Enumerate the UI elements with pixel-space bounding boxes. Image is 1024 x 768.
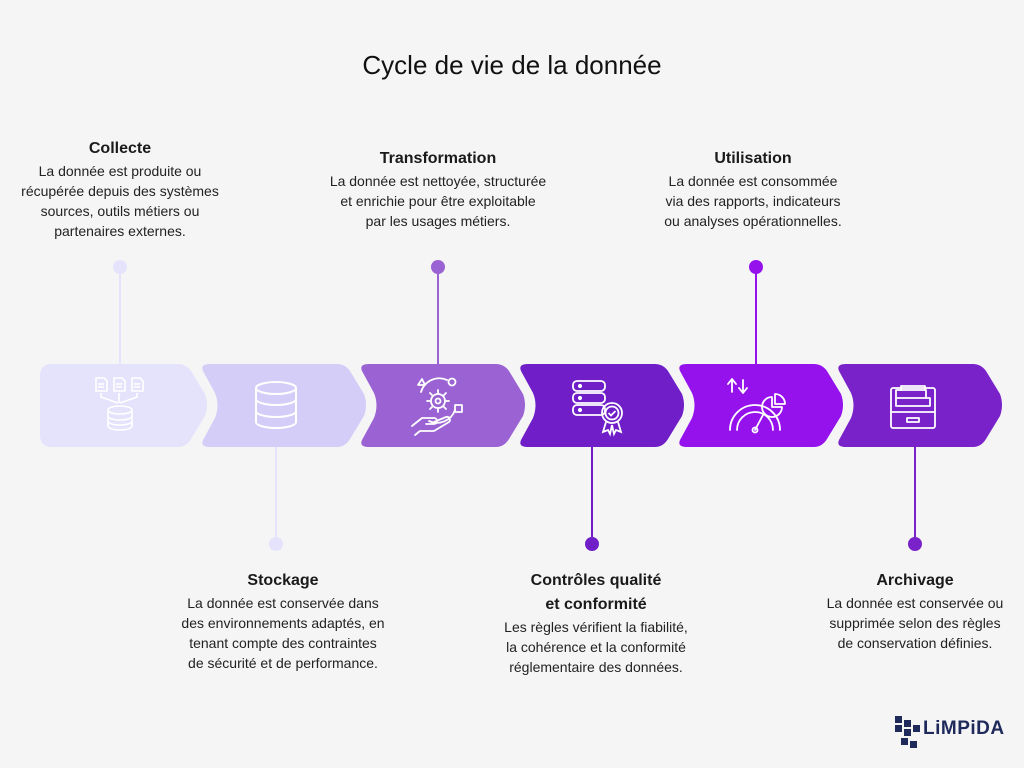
connector-stockage — [269, 445, 283, 551]
step-title: Transformation — [379, 150, 497, 167]
database-import-icon — [95, 377, 144, 431]
gauge-analytics-icon — [727, 378, 786, 434]
step-title: Collecte — [88, 140, 152, 157]
step-title: Contrôles qualité et conformité — [530, 572, 662, 613]
step-archivage: Archivage La donnée est conservée ou sup… — [795, 569, 1024, 653]
step-description: La donnée est nettoyée, structurée et en… — [329, 173, 547, 229]
limpida-logo-icon — [895, 716, 920, 748]
step-transformation: Transformation La donnée est nettoyée, s… — [298, 147, 578, 231]
database-certified-icon — [572, 380, 623, 437]
connector-controles — [585, 445, 599, 551]
step-stockage: Stockage La donnée est conservée dans de… — [163, 569, 403, 673]
step-title: Utilisation — [714, 150, 792, 167]
step-collecte: Collecte La donnée est produite ou récup… — [0, 137, 240, 241]
connector-collecte — [113, 260, 127, 365]
step-description: La donnée est conservée ou supprimée sel… — [826, 595, 1004, 651]
database-icon — [255, 381, 297, 429]
connector-archivage — [908, 445, 922, 551]
step-controles-qualite: Contrôles qualité et conformité Les règl… — [476, 569, 716, 677]
connector-transformation — [431, 260, 445, 365]
step-description: La donnée est produite ou récupérée depu… — [21, 163, 219, 239]
logo-text: LiMPiDA — [923, 718, 1005, 739]
step-utilisation: Utilisation La donnée est consommée via … — [633, 147, 873, 231]
step-title: Archivage — [876, 572, 954, 589]
archive-cabinet-icon — [890, 385, 936, 429]
step-description: La donnée est consommée via des rapports… — [664, 173, 842, 229]
limpida-logo: LiMPiDA — [893, 714, 1005, 750]
connector-utilisation — [749, 260, 763, 365]
gear-cycle-icon — [411, 377, 463, 436]
page-title: Cycle de vie de la donnée — [362, 50, 662, 80]
step-title: Stockage — [247, 572, 319, 589]
step-description: La donnée est conservée dans des environ… — [181, 595, 385, 671]
step-description: Les règles vérifient la fiabilité, la co… — [504, 619, 688, 675]
